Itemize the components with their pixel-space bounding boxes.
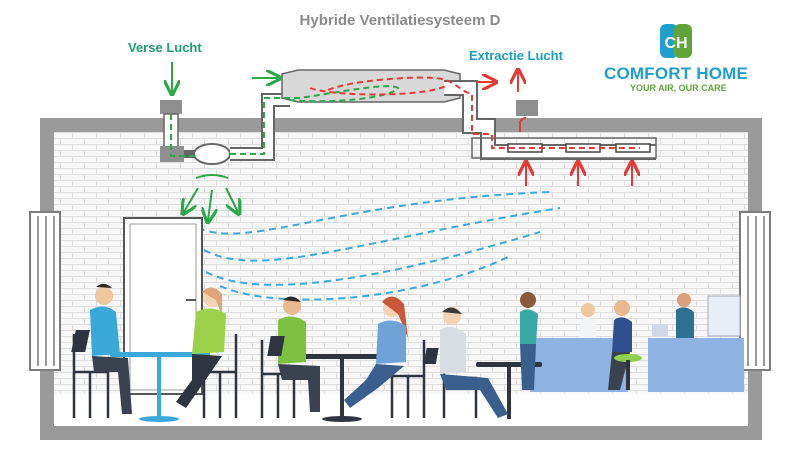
door [123,217,203,395]
logo-mark-right [674,24,692,58]
fresh-air-label: Verse Lucht [128,40,202,55]
extract-air-label: Extractie Lucht [469,48,563,63]
person-1 [90,283,132,414]
fresh-air-intake [160,100,182,114]
person-barista-2 [580,303,596,338]
diagram-title: Hybride Ventilatiesysteem D [299,12,501,29]
person-2 [176,287,226,408]
fresh-air-arrow-down-3 [225,187,238,212]
table-1 [110,352,210,357]
bar-stool [614,354,642,390]
extract-outlet [516,100,538,116]
logo-mark-left [660,24,678,58]
person-3 [278,296,320,412]
laptops [71,330,439,364]
heat-exchanger-unit [193,143,231,165]
air-circulation [197,191,561,301]
extract-air-flow [309,72,640,186]
brand-logo: CH [660,24,692,58]
person-barista-1 [520,292,538,390]
fresh-air-arrow-down-2 [208,189,212,220]
logo-letters: CH [664,35,687,52]
people [90,283,694,418]
brand-tagline: YOUR AIR, OUR CARE [630,83,727,93]
fresh-air-arrow-down-1 [184,187,199,212]
person-4 [344,296,408,408]
table-2 [298,354,386,359]
person-customer [608,300,632,390]
brand-name: COMFORT HOME [604,64,749,83]
person-barista-3 [676,293,694,338]
fresh-air-flow [171,62,400,220]
person-5 [440,307,508,418]
counter-right [648,338,744,392]
